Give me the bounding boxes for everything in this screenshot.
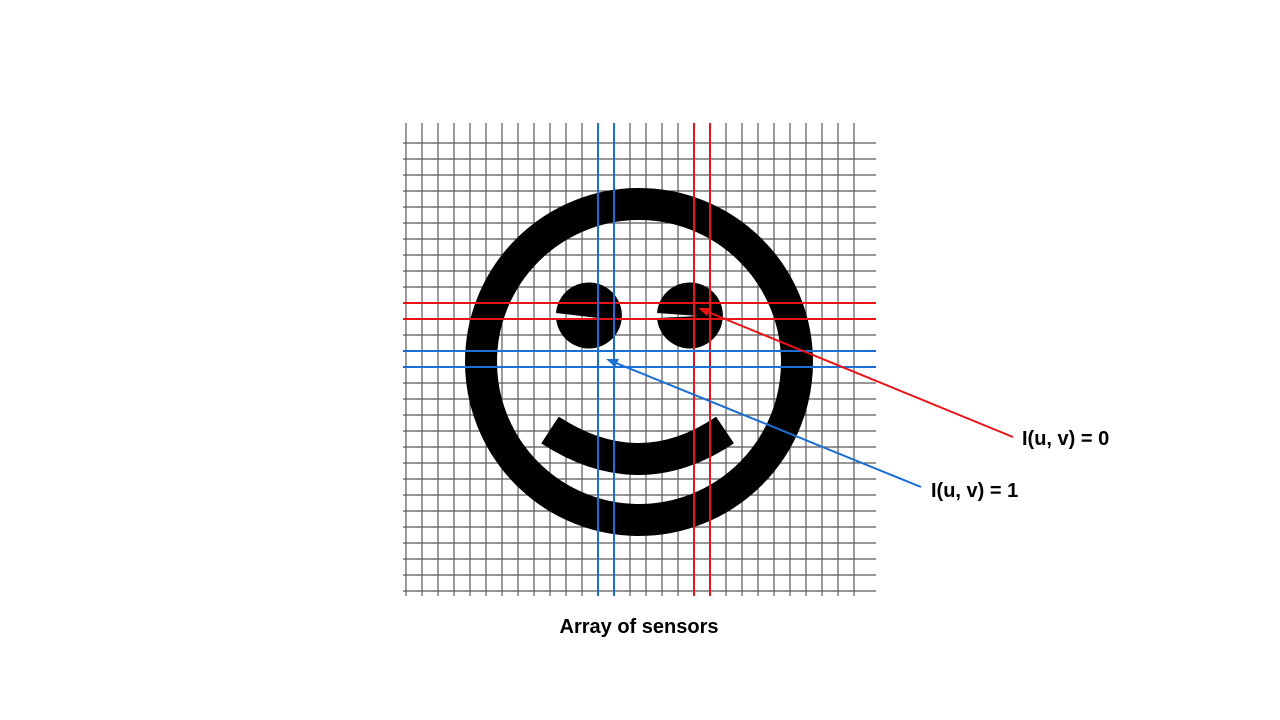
smiley-face	[465, 188, 813, 536]
red-callout-arrow	[698, 308, 1014, 438]
red-highlight-lines	[403, 123, 876, 596]
callout-label-one: I(u, v) = 1	[931, 480, 1018, 502]
blue-callout-arrow	[606, 359, 922, 488]
right-eye	[657, 282, 723, 349]
diagram-caption: Array of sensors	[560, 616, 719, 638]
mouth	[541, 416, 734, 475]
left-eye	[556, 282, 622, 349]
face-outline	[465, 188, 813, 536]
callout-label-zero: I(u, v) = 0	[1022, 428, 1109, 450]
